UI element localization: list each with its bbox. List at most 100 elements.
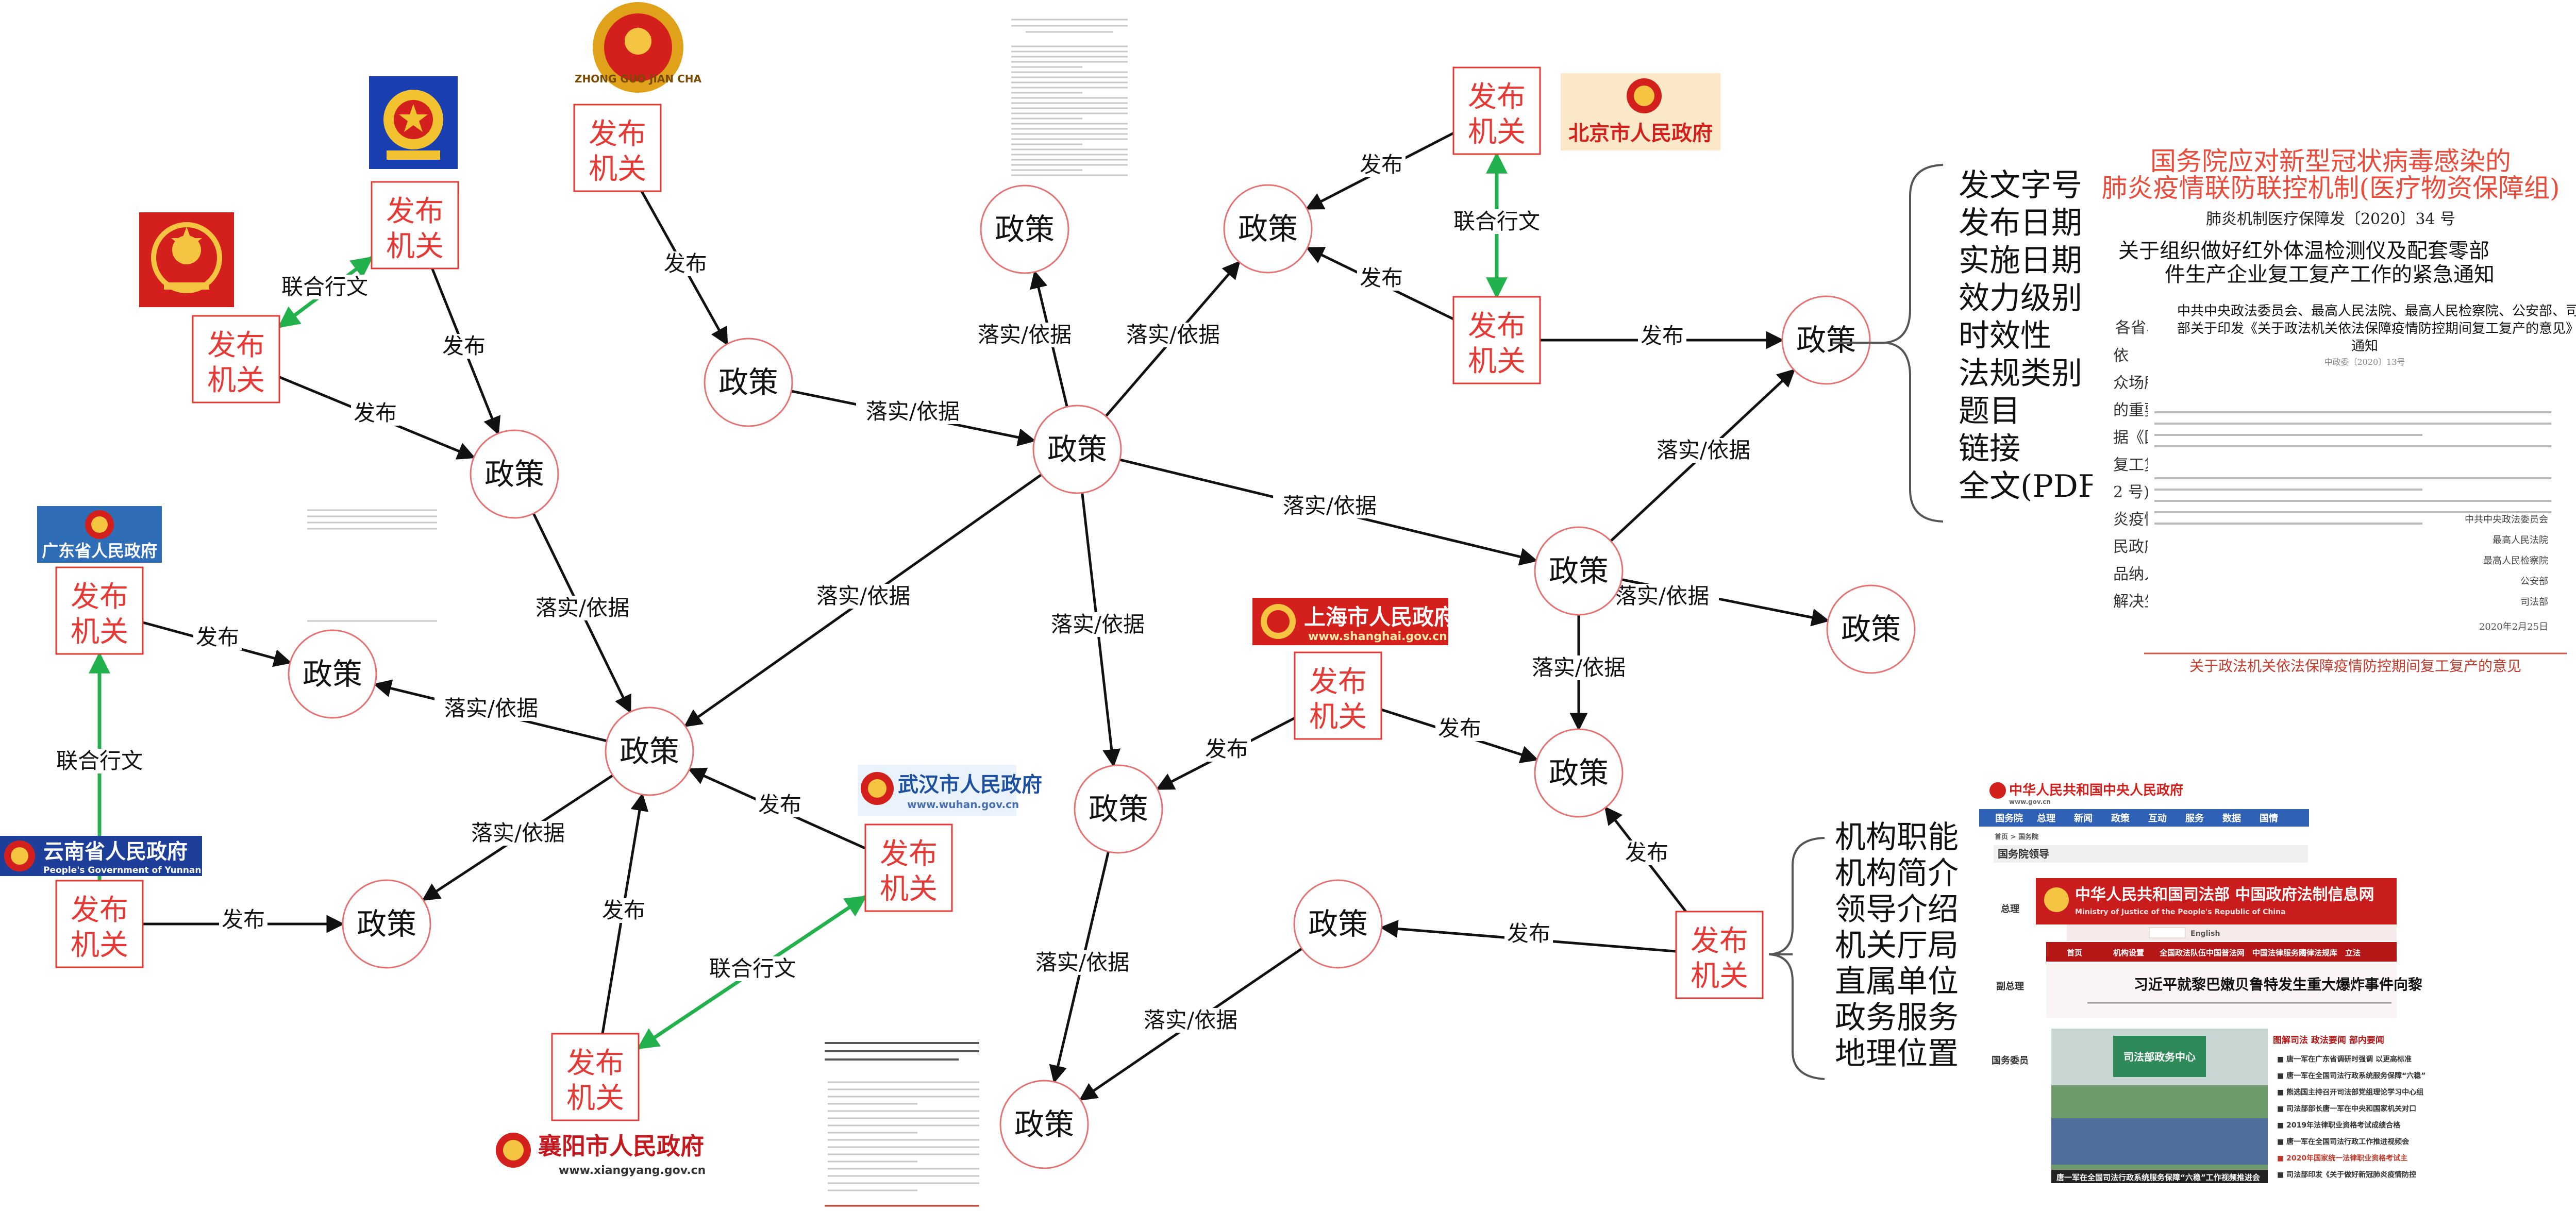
doc-signatory: 司法部 <box>2520 597 2548 608</box>
agency-node-label-line-2: 机关 <box>566 1082 624 1115</box>
moj-news-item[interactable]: ■ 司法部印发《关于做好新冠肺炎疫情防控 <box>2277 1170 2416 1179</box>
moj-news-item[interactable]: ■ 唐一军在全国司法行政工作推进视频会 <box>2277 1137 2410 1146</box>
moj-news-item[interactable]: ■ 2019年法律职业资格考试成绩合格 <box>2277 1121 2401 1130</box>
policy-node[interactable]: 政策 <box>605 707 694 796</box>
moj-news-item[interactable]: ■ 司法部部长唐一军在中央和国家机关对口 <box>2277 1104 2416 1113</box>
edge-label-bg <box>1638 324 1686 348</box>
moj-headline[interactable]: 习近平就黎巴嫩贝鲁特发生重大爆炸事件向黎 <box>2134 976 2422 993</box>
edge-label-bg <box>351 401 399 426</box>
gov-site-nav-item[interactable]: 总理 <box>2037 813 2055 824</box>
edge-label-publish: 发布 <box>1205 736 1248 762</box>
policy-node[interactable]: 政策 <box>1293 879 1383 969</box>
edge-label-publish: 发布 <box>442 333 486 359</box>
edge-label-implement: 落实/依据 <box>1657 438 1750 463</box>
gov-site-nav-item[interactable]: 政策 <box>2111 813 2130 824</box>
agency-node-label-line-2: 机关 <box>1468 345 1526 378</box>
edge-label-bg <box>1647 438 1760 463</box>
edge-label-joint: 联合行文 <box>709 956 796 981</box>
doc-signatory: 公安部 <box>2520 576 2548 587</box>
gov-site-section-title: 国务院领导 <box>1998 848 2049 860</box>
policy-node[interactable]: 政策 <box>342 879 431 969</box>
yunnan-gov-logo: 云南省人民政府 People's Government of Yunnan Pr… <box>0 836 247 876</box>
moj-nav-item[interactable]: 机构设置 <box>2113 948 2144 957</box>
moj-nav-item[interactable]: 全国政法队伍 <box>2159 948 2206 957</box>
gov-site-nav-item[interactable]: 国情 <box>2260 813 2278 824</box>
policy-node-circle <box>1074 764 1163 854</box>
gov-site-nav-item[interactable]: 数据 <box>2222 813 2241 824</box>
moj-news-item[interactable]: ■ 熊选国主持召开司法部党组理论学习中心组 <box>2277 1088 2423 1097</box>
shanghai-gov-logo: 上海市人民政府 www.shanghai.gov.cn <box>1252 598 1456 645</box>
moj-nav-item[interactable]: 中国普法网 <box>2206 948 2245 957</box>
policy-node-circle <box>1223 184 1313 274</box>
edge-label-bg <box>1435 716 1484 741</box>
gov-site-nav-item[interactable]: 互动 <box>2148 813 2167 824</box>
agency-node-label-line-1: 发布 <box>1468 80 1526 114</box>
policy-node-label: 政策 <box>1796 323 1856 358</box>
agency-node-label-line-1: 发布 <box>71 894 128 927</box>
moj-news-header: 图解司法 政法要闻 部内要闻 <box>2273 1035 2384 1046</box>
policy-node-label: 政策 <box>1238 211 1298 246</box>
policy-node[interactable]: 政策 <box>288 629 377 719</box>
agency-node-label-line-2: 机关 <box>589 153 646 186</box>
gov-site-nav-item[interactable]: 服务 <box>2185 813 2204 824</box>
policy-node[interactable]: 政策 <box>1534 526 1624 616</box>
moj-news-item[interactable]: ■ 唐一军在广东省调研时强调 以更高标准 <box>2277 1055 2412 1064</box>
gov-site-nav-item[interactable]: 国务院 <box>1995 813 2023 824</box>
moj-news-item[interactable]: ■ 2020年国家统一法律职业资格考试主 <box>2277 1154 2407 1163</box>
policy-node[interactable]: 政策 <box>470 429 559 519</box>
xiangyang-gov-logo-text: 襄阳市人民政府 <box>538 1132 704 1160</box>
moj-site-title: 中华人民共和国司法部 中国政府法制信息网 <box>2075 886 2374 904</box>
moj-nav-item[interactable]: 中国法律服务网 <box>2252 948 2306 957</box>
agency-node-label-line-2: 机关 <box>880 872 938 906</box>
moj-nav-item[interactable]: 法律法规库 <box>2299 948 2337 957</box>
policy-node-circle <box>342 879 431 969</box>
agency-node-label-line-2: 机关 <box>1691 960 1748 993</box>
edge-label-publish: 发布 <box>222 907 265 932</box>
policy-node[interactable]: 政策 <box>999 1080 1089 1169</box>
policy-node[interactable]: 政策 <box>1826 584 1916 674</box>
doc-title-line-1: 关于组织做好红外体温检测仪及配套零部 <box>2118 239 2489 263</box>
moj-language-link[interactable]: English <box>2190 930 2220 938</box>
moj-nav-item[interactable]: 立法 <box>2345 948 2361 957</box>
agency-node-label-line-2: 机关 <box>1468 115 1526 149</box>
policy-node[interactable]: 政策 <box>704 338 793 427</box>
procuratorate-seal-text: ZHONG GUO JIAN CHA <box>575 73 701 85</box>
agency-node-box <box>1294 651 1382 740</box>
agency-node-box <box>371 181 459 270</box>
policy-node-label: 政策 <box>995 212 1055 247</box>
gov-site-nav-item[interactable]: 新闻 <box>2074 813 2093 824</box>
policy-node-circle <box>1781 295 1871 385</box>
policy-node[interactable]: 政策 <box>980 184 1069 274</box>
moj-news-item[interactable]: ■ 唐一军在全国司法行政系统服务保障“六稳” <box>2277 1071 2426 1080</box>
policy-node-label: 政策 <box>620 734 679 769</box>
policy-node[interactable]: 政策 <box>1223 184 1313 274</box>
national-emblem-logo <box>139 212 234 307</box>
edge-label-joint: 联合行文 <box>1453 209 1540 234</box>
moj-nav-item[interactable]: 首页 <box>2067 948 2082 957</box>
wuhan-gov-logo: 武汉市人民政府 www.wuhan.gov.cn <box>858 765 1042 816</box>
policy-node[interactable]: 政策 <box>1781 295 1871 385</box>
agency-node-box <box>1452 66 1541 155</box>
agency-node-label-line-1: 发布 <box>566 1047 624 1080</box>
policy-attribute-item: 全文(PDF) <box>1959 468 2112 504</box>
xiangyang-gov-logo-url: www.xiangyang.gov.cn <box>559 1164 706 1177</box>
edge-label-bg <box>661 251 710 276</box>
policy-node[interactable]: 政策 <box>1074 764 1163 854</box>
edge-label-bg <box>1202 737 1251 762</box>
policy-node-label: 政策 <box>1549 755 1609 790</box>
policy-node[interactable]: 政策 <box>1032 405 1122 494</box>
policy-node[interactable]: 政策 <box>1534 728 1624 818</box>
agency-node-box <box>573 104 662 192</box>
policy-node-circle <box>1293 879 1383 969</box>
